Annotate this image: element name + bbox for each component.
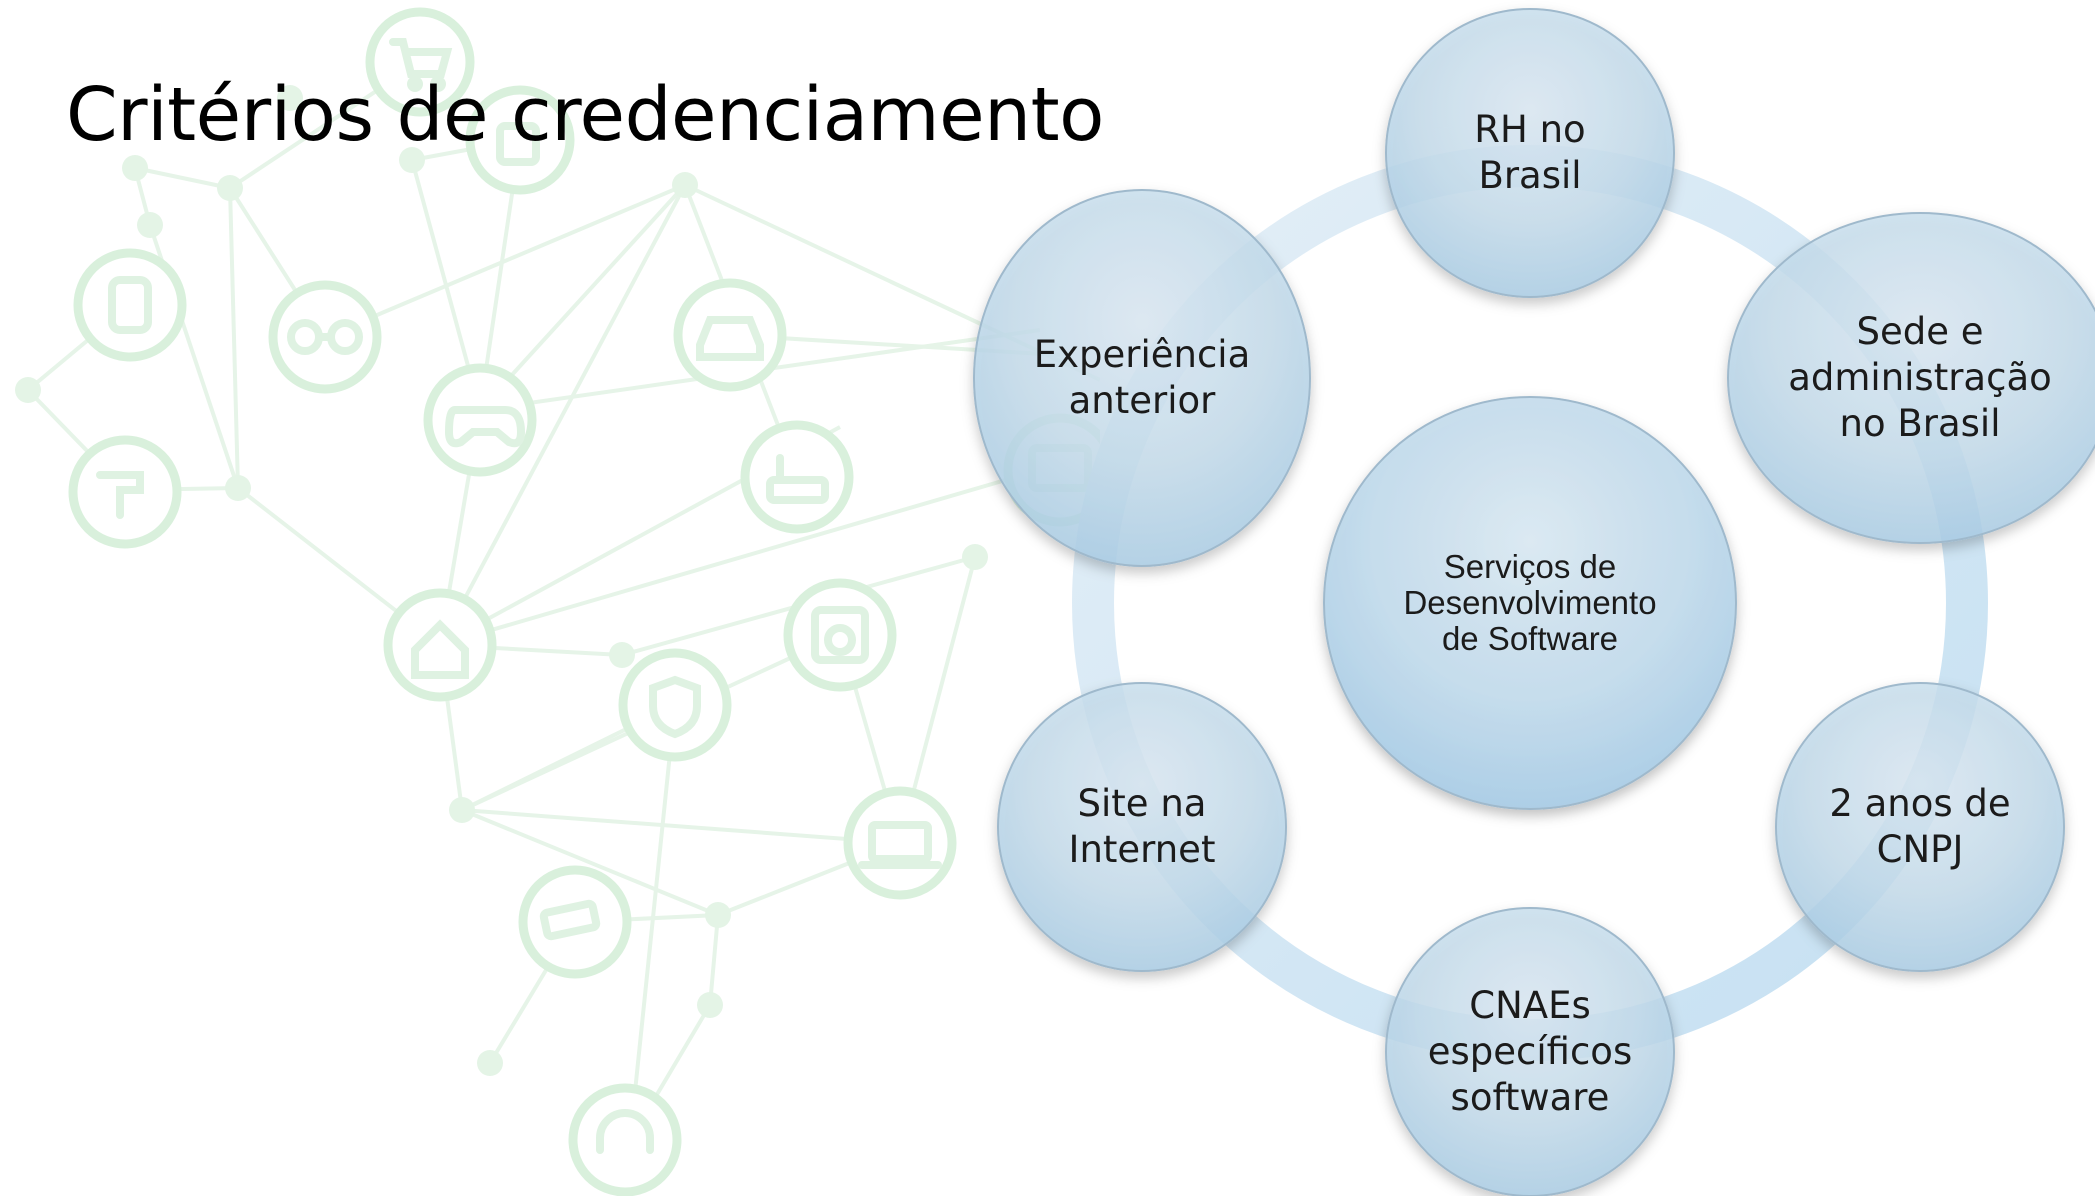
- center-node-line: Serviços de: [1443, 548, 1617, 585]
- node-cnaes-bubble: [1385, 907, 1675, 1196]
- node-site-line: Internet: [1068, 828, 1216, 871]
- paint-bucket-icon: [465, 85, 575, 195]
- node-site-line: Site na: [1077, 782, 1207, 825]
- node-cnaes-line: CNAEs: [1469, 984, 1591, 1027]
- node-cnpj-line: CNPJ: [1876, 828, 1964, 871]
- node-cnaes-line: software: [1450, 1076, 1610, 1119]
- node-experiencia-line: Experiência: [1033, 333, 1251, 376]
- center-node-line: Desenvolvimento: [1403, 584, 1657, 621]
- security-camera-icon: [518, 865, 632, 979]
- shield-icon: [618, 648, 732, 762]
- background-network: [15, 7, 1100, 1196]
- node-cnpj-bubble: [1775, 682, 2065, 972]
- node-cnaes-line: específicos: [1427, 1030, 1633, 1073]
- node-sede-bubble: [1727, 212, 2095, 544]
- slide-title: Critérios de credenciamento: [66, 72, 1104, 158]
- node-experiencia-line: anterior: [1068, 379, 1216, 422]
- node-sede-line: administração: [1788, 356, 2052, 399]
- node-cnpj-line: 2 anos de: [1829, 782, 2011, 825]
- center-node-bubble: [1323, 396, 1737, 810]
- center-node-line: de Software: [1441, 620, 1619, 657]
- headphones-icon: [568, 1083, 682, 1196]
- node-sede-line: Sede e: [1856, 310, 1984, 353]
- smartwatch-icon: [73, 248, 187, 362]
- node-rh-line: RH no: [1474, 108, 1586, 151]
- node-rh-bubble: [1385, 8, 1675, 298]
- node-rh-line: Brasil: [1478, 154, 1582, 197]
- node-site-bubble: [997, 682, 1287, 972]
- node-experiencia-bubble: [973, 189, 1311, 567]
- node-sede-line: no Brasil: [1839, 402, 2001, 445]
